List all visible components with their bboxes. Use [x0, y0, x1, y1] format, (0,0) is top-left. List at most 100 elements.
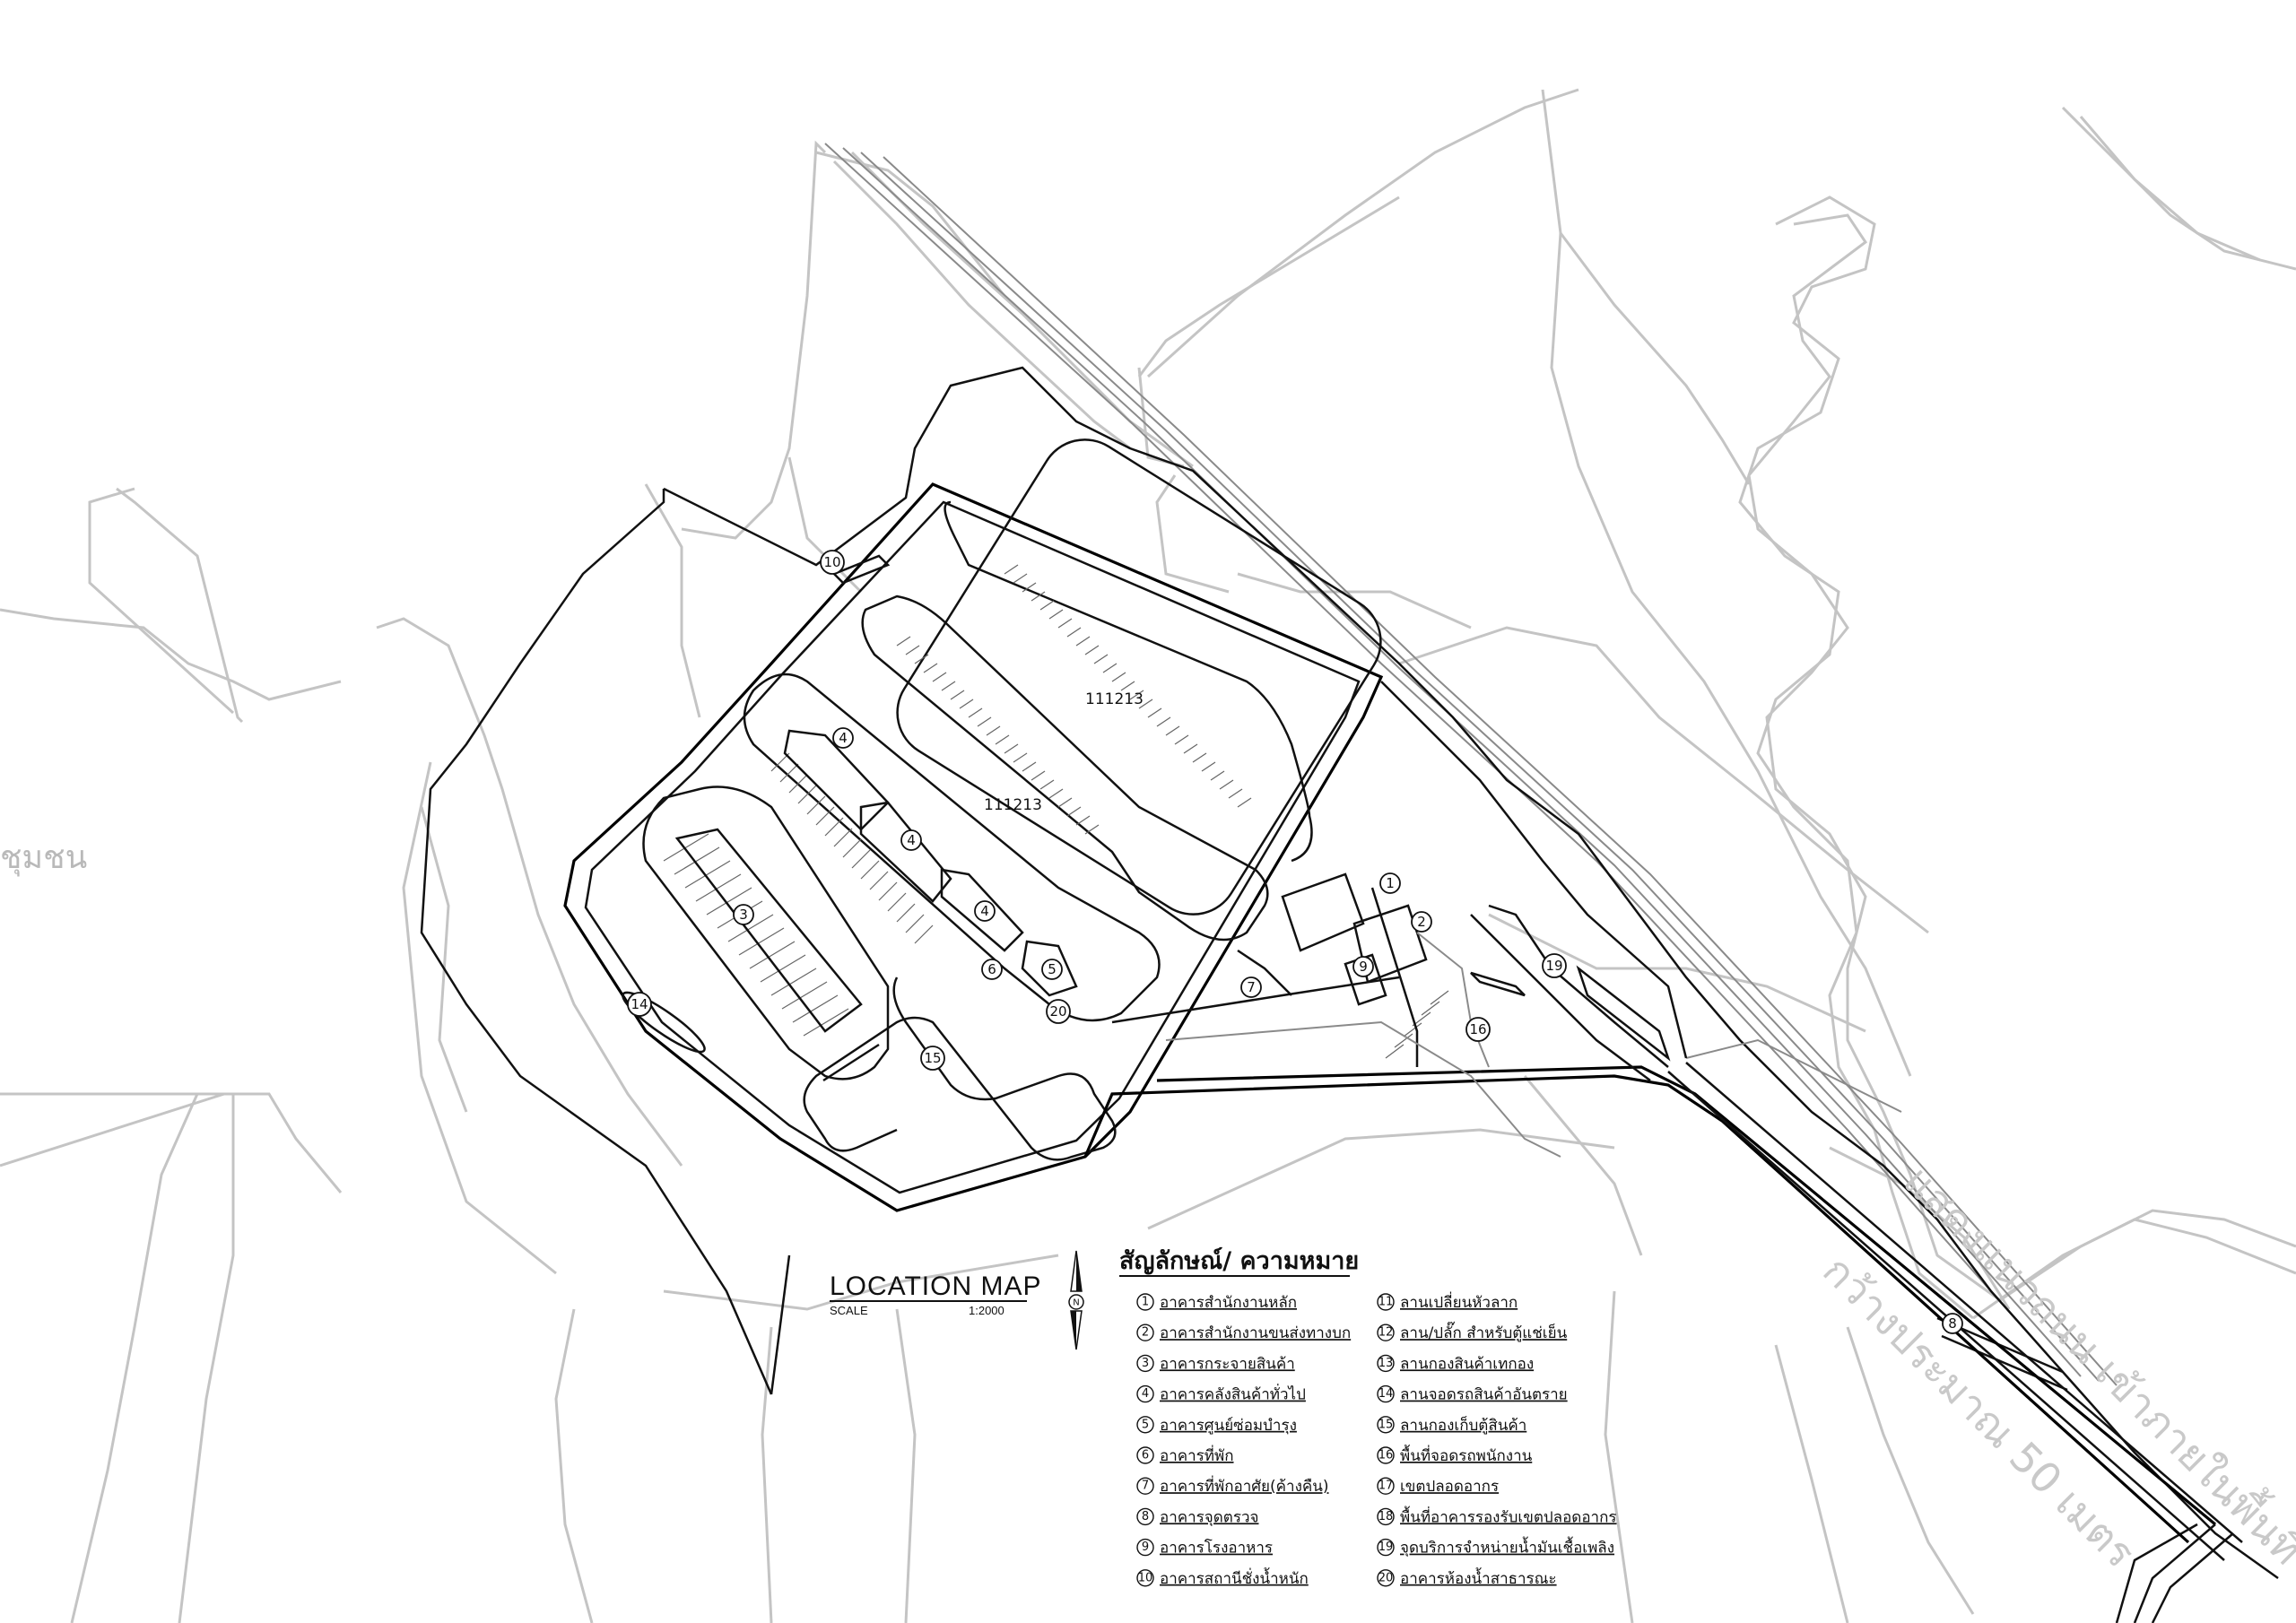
legend-number-circle [1136, 1354, 1154, 1373]
legend-item-label: ลาน/ปลั๊ก สำหรับตู้แช่เย็น [1400, 1321, 1568, 1342]
svg-text:4: 4 [907, 832, 916, 848]
legend-item: 1 อาคารสำนักงานหลัก [1136, 1293, 1297, 1312]
svg-text:15: 15 [924, 1050, 941, 1066]
svg-text:8: 8 [1948, 1315, 1957, 1332]
legend-number-circle [1136, 1446, 1154, 1464]
legend-item: 12 ลาน/ปลั๊ก สำหรับตู้แช่เย็น [1377, 1321, 1568, 1342]
svg-text:4: 4 [839, 730, 848, 746]
svg-text:19: 19 [1545, 958, 1562, 974]
north-label: N [1073, 1298, 1079, 1308]
legend-number-circle [1136, 1384, 1154, 1403]
project-boundary [420, 366, 2279, 1623]
legend-item-number: 2 [1142, 1326, 1149, 1340]
legend-number-circle [1136, 1538, 1154, 1557]
legend-number-circle [1377, 1293, 1395, 1311]
hatched-parking-areas [663, 564, 1449, 1059]
legend-item-label: อาคารสำนักงานหลัก [1160, 1294, 1297, 1312]
legend-item-label: อาคารคลังสินค้าทั่วไป [1160, 1384, 1306, 1404]
legend-item-number: 9 [1142, 1541, 1149, 1554]
legend-item-label: ลานกองเก็บตู้สินค้า [1400, 1415, 1526, 1435]
legend-item-number: 12 [1378, 1326, 1394, 1340]
marker-19: 19 [1542, 953, 1567, 978]
legend-number-circle [1136, 1293, 1154, 1311]
svg-text:5: 5 [1048, 961, 1057, 977]
legend-item-number: 15 [1378, 1418, 1394, 1431]
svg-text:2: 2 [1417, 914, 1426, 930]
legend-number-circle [1136, 1324, 1154, 1341]
marker-10: 10 [820, 550, 845, 575]
buildings [622, 554, 2068, 1392]
marker-15: 15 [920, 1046, 945, 1071]
legend-item-label: อาคารสำนักงานขนส่งทางบก [1160, 1324, 1351, 1342]
road-label-group-2: กว้างประมาณ 50 เมตร [1813, 1246, 2144, 1577]
legend-number-circle [1377, 1569, 1395, 1587]
legend-item-label: อาคารโรงอาหาร [1160, 1539, 1273, 1558]
legend-item-number: 16 [1378, 1449, 1394, 1462]
legend-item-number: 18 [1378, 1510, 1394, 1523]
map-title: LOCATION MAP [830, 1271, 1041, 1301]
legend-number-circle [1136, 1569, 1154, 1587]
marker-4c: 4 [974, 900, 996, 922]
legend-item: 10 อาคารสถานีชั่งน้ำหนัก [1136, 1567, 1309, 1588]
legend-item-label: ลานเปลี่ยนหัวลาก [1400, 1291, 1518, 1312]
legend-number-circle [1377, 1507, 1395, 1526]
legend-item-number: 8 [1142, 1510, 1149, 1523]
marker-9: 9 [1352, 956, 1374, 977]
legend-item-number: 13 [1378, 1357, 1394, 1370]
svg-text:6: 6 [987, 961, 996, 977]
legend-item-label: อาคารกระจายสินค้า [1160, 1355, 1295, 1373]
site-footprint [563, 438, 1384, 1212]
community-area-label: ชุมชน [0, 839, 87, 877]
legend-number-circle [1377, 1354, 1395, 1373]
legend-item-label: จุดบริการจำหน่ายน้ำมันเชื้อเพลิง [1400, 1537, 1614, 1558]
marker-20: 20 [1046, 999, 1071, 1024]
svg-text:3: 3 [739, 907, 748, 923]
svg-text:7: 7 [1247, 979, 1256, 995]
marker-111213-lower: 111213 [984, 796, 1042, 814]
legend-item-number: 1 [1142, 1296, 1149, 1309]
legend-item: 9 อาคารโรงอาหาร [1136, 1538, 1273, 1558]
title-block: LOCATION MAP SCALE 1:2000 [830, 1271, 1041, 1317]
svg-text:20: 20 [1049, 1003, 1066, 1020]
marker-7: 7 [1240, 976, 1262, 998]
legend-item-number: 14 [1378, 1387, 1394, 1401]
legend-number-circle [1136, 1416, 1154, 1434]
legend-item-label: ลานจอดรถสินค้าอันตราย [1400, 1386, 1568, 1404]
north-arrow-icon: N [1068, 1250, 1084, 1350]
legend-item-number: 7 [1142, 1480, 1149, 1493]
legend-item-number: 5 [1142, 1418, 1149, 1431]
marker-4a: 4 [832, 727, 854, 749]
marker-4b: 4 [900, 829, 922, 851]
svg-text:4: 4 [980, 903, 989, 919]
legend-number-circle [1136, 1477, 1154, 1495]
legend-title: สัญลักษณ์/ ความหมาย [1119, 1246, 1359, 1275]
legend-item-number: 10 [1138, 1571, 1153, 1584]
legend-number-circle [1136, 1507, 1154, 1526]
rail-corridor [824, 143, 2118, 1386]
legend-item-label: อาคารสถานีชั่งน้ำหนัก [1160, 1567, 1309, 1588]
marker-14: 14 [627, 992, 652, 1017]
legend-number-circle [1377, 1477, 1395, 1495]
marker-2: 2 [1411, 911, 1432, 933]
marker-3: 3 [733, 904, 754, 925]
svg-text:10: 10 [823, 554, 840, 570]
legend-item-number: 4 [1142, 1387, 1149, 1401]
legend-item: 16 พื้นที่จอดรถพนักงาน [1377, 1445, 1533, 1465]
legend-item-label: อาคารที่พัก [1160, 1445, 1234, 1465]
legend-item: 2 อาคารสำนักงานขนส่งทางบก [1136, 1324, 1351, 1342]
legend-item: 14 ลานจอดรถสินค้าอันตราย [1377, 1384, 1568, 1404]
marker-5: 5 [1041, 959, 1063, 980]
legend-item-label: พื้นที่จอดรถพนักงาน [1400, 1445, 1533, 1465]
legend-number-circle [1377, 1324, 1395, 1341]
